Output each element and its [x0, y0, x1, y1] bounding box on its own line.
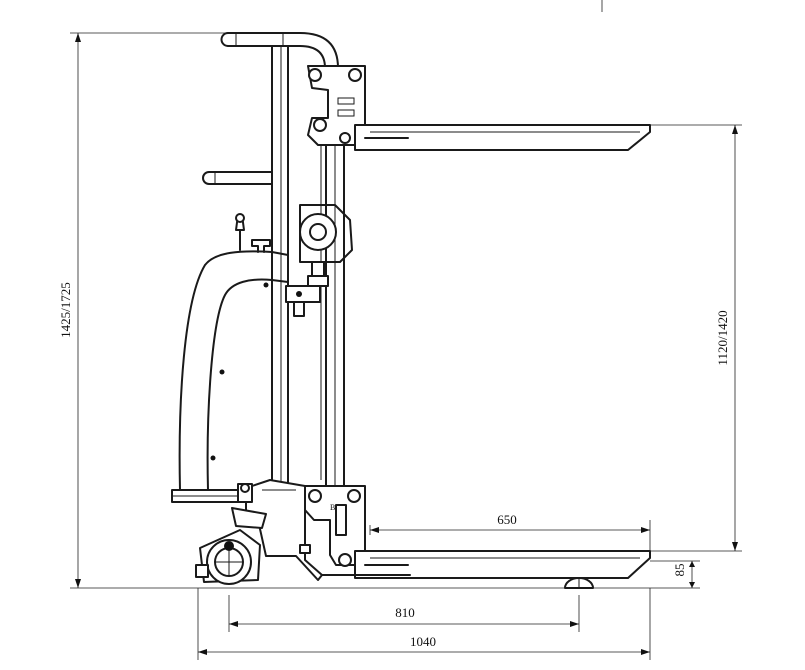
- lower-carriage: B B: [299, 485, 366, 567]
- fork-height-label: 85: [672, 564, 687, 577]
- mid-clamp: [285, 285, 321, 317]
- base-chassis: [245, 479, 411, 581]
- wheelbase-label: 810: [395, 605, 415, 620]
- upper-carriage: [307, 65, 366, 146]
- fork-length-label: 650: [497, 512, 517, 527]
- lower-fork: [354, 550, 651, 579]
- dimension-lines: [70, 0, 742, 660]
- overall-length-label: 1040: [410, 634, 436, 649]
- mast: [271, 45, 345, 493]
- overall-height-label: 1425/1725: [58, 282, 73, 338]
- mast-mark-right: B: [330, 503, 335, 512]
- load-wheel: [564, 577, 594, 589]
- steering-caster: [195, 483, 267, 585]
- lift-height-label: 1120/1420: [715, 310, 730, 365]
- upper-fork: [354, 124, 651, 151]
- hydraulic-pump: [299, 204, 353, 287]
- side-grip: [202, 171, 273, 185]
